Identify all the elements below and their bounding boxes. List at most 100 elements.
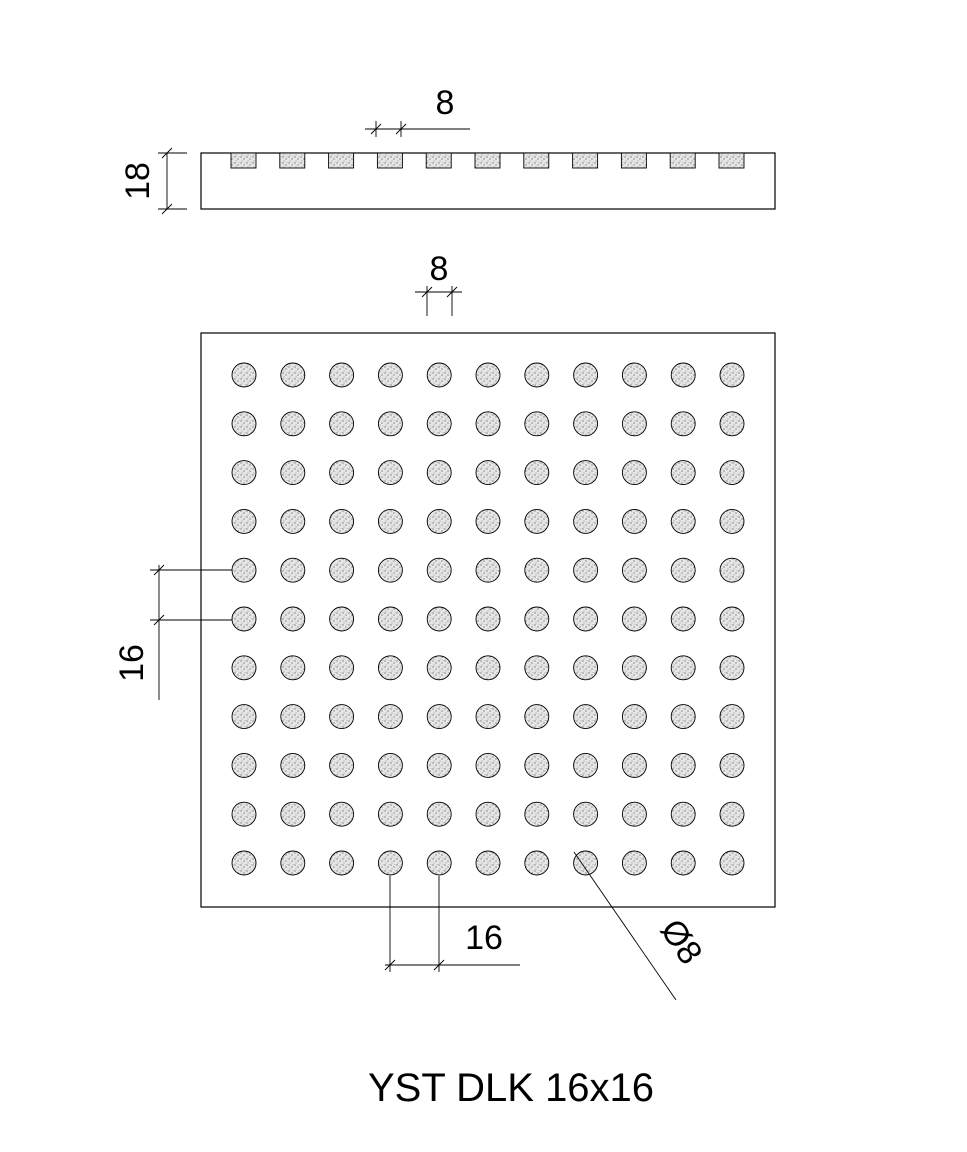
stud	[524, 655, 550, 681]
stud	[475, 801, 501, 827]
stud	[329, 606, 355, 632]
stud	[524, 752, 550, 778]
stud	[377, 362, 403, 388]
stud	[573, 557, 599, 583]
stud	[670, 411, 696, 437]
side-view-studs	[230, 152, 745, 169]
stud	[231, 655, 257, 681]
side-stud	[669, 152, 696, 169]
stud	[280, 557, 306, 583]
stud	[621, 460, 647, 486]
stud	[670, 801, 696, 827]
stud	[329, 850, 355, 876]
stud	[573, 801, 599, 827]
stud	[621, 850, 647, 876]
stud	[377, 850, 403, 876]
stud	[719, 362, 745, 388]
drawing-title: YST DLK 16x16	[368, 1066, 654, 1110]
dim-column-spacing-label: 16	[465, 919, 503, 957]
stud	[524, 801, 550, 827]
stud	[475, 508, 501, 534]
side-stud	[376, 152, 403, 169]
side-stud	[718, 152, 745, 169]
stud	[621, 752, 647, 778]
stud	[719, 752, 745, 778]
stud	[231, 557, 257, 583]
stud	[231, 460, 257, 486]
stud	[524, 850, 550, 876]
stud	[231, 508, 257, 534]
stud	[377, 606, 403, 632]
stud	[475, 655, 501, 681]
side-stud	[474, 152, 501, 169]
stud	[719, 801, 745, 827]
stud	[280, 460, 306, 486]
stud	[329, 508, 355, 534]
dim-thickness: 18	[119, 147, 187, 215]
stud	[280, 752, 306, 778]
stud	[426, 606, 452, 632]
dim-row-spacing-label: 16	[113, 644, 151, 682]
side-stud	[425, 152, 452, 169]
stud	[329, 752, 355, 778]
stud	[231, 752, 257, 778]
stud	[231, 850, 257, 876]
stud	[573, 411, 599, 437]
stud	[524, 411, 550, 437]
stud	[377, 557, 403, 583]
stud	[621, 801, 647, 827]
stud	[280, 704, 306, 730]
dim-thickness-label: 18	[119, 162, 157, 200]
stud	[573, 508, 599, 534]
stud	[475, 752, 501, 778]
stud	[719, 411, 745, 437]
stud	[524, 362, 550, 388]
stud	[719, 557, 745, 583]
stud	[573, 704, 599, 730]
stud	[475, 557, 501, 583]
stud	[573, 460, 599, 486]
stud	[280, 606, 306, 632]
side-stud	[279, 152, 306, 169]
stud	[524, 704, 550, 730]
stud	[329, 460, 355, 486]
stud	[475, 460, 501, 486]
stud	[670, 362, 696, 388]
stud	[426, 557, 452, 583]
stud	[426, 460, 452, 486]
stud	[719, 460, 745, 486]
stud	[670, 460, 696, 486]
side-view	[200, 152, 776, 210]
dim-top-stud-width-label: 8	[430, 250, 449, 288]
stud	[329, 411, 355, 437]
stud	[377, 704, 403, 730]
stud	[377, 508, 403, 534]
stud	[231, 411, 257, 437]
stud	[280, 508, 306, 534]
stud	[621, 557, 647, 583]
stud	[621, 411, 647, 437]
stud	[573, 606, 599, 632]
stud	[524, 606, 550, 632]
stud	[231, 801, 257, 827]
stud	[670, 850, 696, 876]
stud	[377, 752, 403, 778]
stud	[377, 460, 403, 486]
stud	[329, 362, 355, 388]
stud	[621, 362, 647, 388]
stud	[573, 655, 599, 681]
stud	[524, 508, 550, 534]
stud	[670, 752, 696, 778]
dim-row-spacing: 16	[113, 564, 232, 700]
stud	[329, 801, 355, 827]
stud	[329, 557, 355, 583]
dim-side-stud-width-label: 8	[436, 84, 455, 122]
side-stud	[572, 152, 599, 169]
stud	[670, 606, 696, 632]
stud	[670, 508, 696, 534]
stud	[524, 460, 550, 486]
stud	[231, 606, 257, 632]
stud	[573, 752, 599, 778]
stud	[426, 655, 452, 681]
